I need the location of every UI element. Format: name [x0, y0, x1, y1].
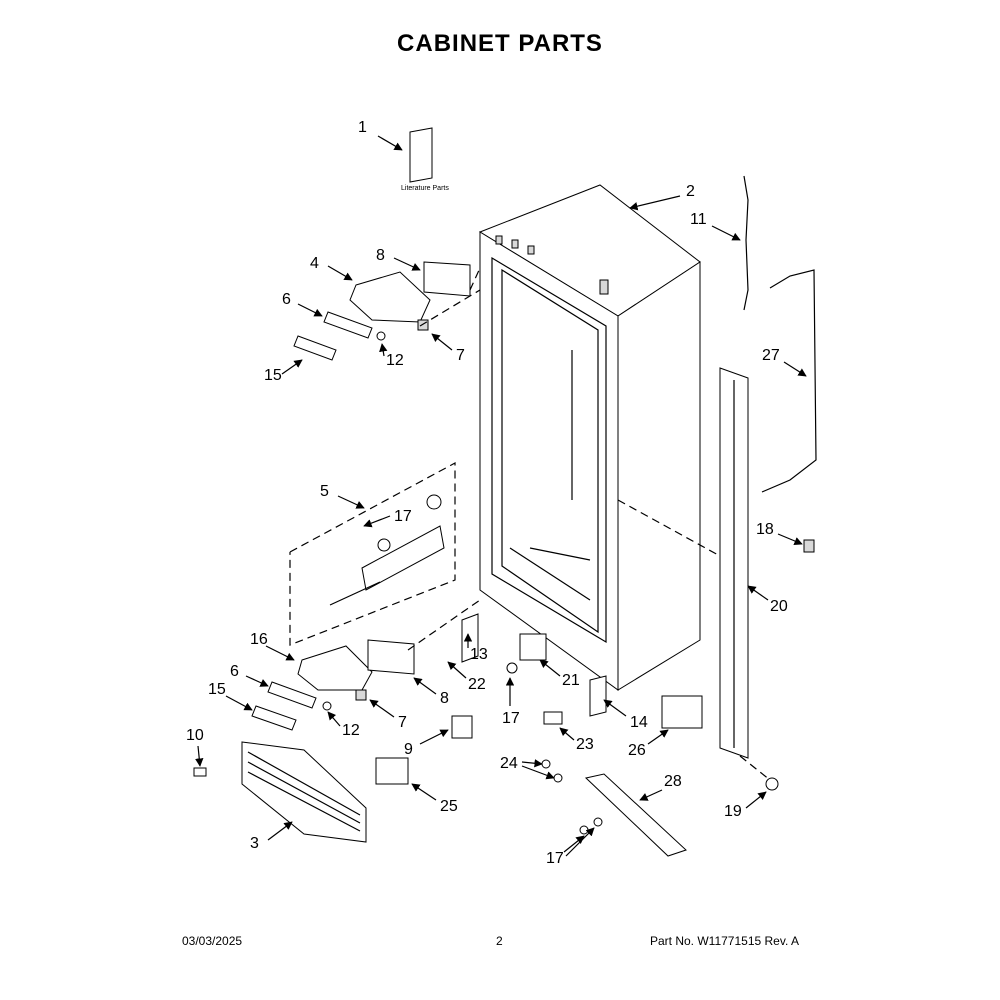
callout-8-lower: 8 [440, 690, 449, 707]
callout-8-upper: 8 [376, 247, 385, 264]
callout-2: 2 [686, 183, 695, 200]
literature-parts: Literature Parts [401, 127, 449, 192]
callout-10: 10 [186, 727, 204, 744]
callout-7-upper: 7 [456, 347, 465, 364]
callout-25: 25 [440, 798, 458, 815]
callout-28: 28 [664, 773, 682, 790]
lower-hinge-assembly [251, 639, 415, 731]
callout-22: 22 [468, 676, 486, 693]
footer-page-number: 2 [496, 934, 503, 948]
callout-5: 5 [320, 483, 329, 500]
toe-grille [241, 741, 367, 843]
callout-24: 24 [500, 755, 518, 772]
callout-26: 26 [628, 742, 646, 759]
callout-19: 19 [724, 803, 742, 820]
callout-3: 3 [250, 835, 259, 852]
callout-16: 16 [250, 631, 268, 648]
page-title: CABINET PARTS [397, 30, 603, 57]
callout-12-lower: 12 [342, 722, 360, 739]
callouts: 1 2 3 4 5 6 6 7 7 8 8 9 10 11 12 12 13 [186, 119, 807, 867]
callout-20: 20 [770, 598, 788, 615]
callout-9: 9 [404, 741, 413, 758]
callout-15-lower: 15 [208, 681, 226, 698]
literature-label: Literature Parts [401, 185, 449, 192]
callout-6-upper: 6 [282, 291, 291, 308]
assembly-guide-lines [407, 267, 771, 781]
callout-4: 4 [310, 255, 319, 272]
callout-17-kit: 17 [394, 508, 412, 525]
callout-7-lower: 7 [398, 714, 407, 731]
callout-18: 18 [756, 521, 774, 538]
side-trim [719, 367, 749, 759]
callout-6-lower: 6 [230, 663, 239, 680]
callout-21: 21 [562, 672, 580, 689]
callout-13: 13 [470, 646, 488, 663]
callout-14: 14 [630, 714, 648, 731]
lower-hinge-kit [289, 461, 456, 646]
callout-23: 23 [576, 736, 594, 753]
footer-part-number: Part No. W11771515 Rev. A [650, 934, 799, 948]
callout-27: 27 [762, 347, 780, 364]
callout-17-bolt: 17 [502, 710, 520, 727]
callout-17-plate: 17 [546, 850, 564, 867]
cabinet-body [478, 184, 701, 691]
callout-15-upper: 15 [264, 367, 282, 384]
footer-date: 03/03/2025 [182, 934, 243, 948]
callout-12-upper: 12 [386, 352, 404, 369]
callout-1: 1 [358, 119, 367, 136]
wire-harness [743, 175, 817, 493]
callout-11: 11 [690, 211, 707, 228]
upper-hinge-assembly [293, 261, 471, 361]
